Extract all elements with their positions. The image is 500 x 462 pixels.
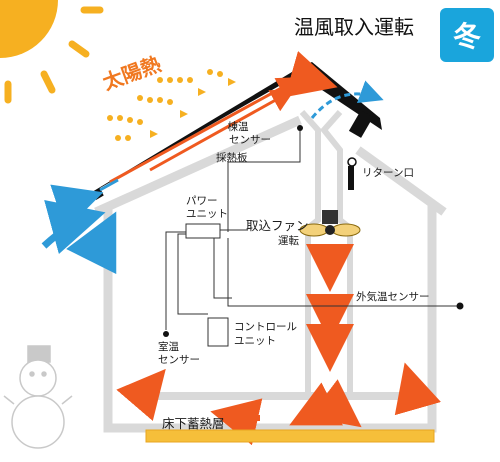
power-unit-box xyxy=(185,223,221,239)
intake-fan-label: 取込ファン xyxy=(246,219,309,233)
ridge-sensor-label-line1: 棟温 xyxy=(228,120,249,133)
ridge-sensor-dot xyxy=(297,125,303,131)
ridge-sensor-label-line2: センサー xyxy=(229,134,271,146)
intake-fan-icon xyxy=(299,210,361,237)
control-unit-label-line2: ユニット xyxy=(234,335,276,347)
control-wiring xyxy=(165,128,460,330)
season-badge xyxy=(440,8,494,62)
collector-plate-label: 採熱板 xyxy=(216,151,248,164)
underfloor-storage-layer xyxy=(145,429,435,443)
outdoor-sensor-label: 外気温センサー xyxy=(356,290,430,303)
vertical-duct xyxy=(299,110,353,400)
collector-to-duct-arrow xyxy=(284,51,338,98)
outdoor-sensor-dot xyxy=(456,302,464,310)
solar-heat-label: 太陽熱 xyxy=(100,53,164,95)
return-port-label: リターン口 xyxy=(362,167,414,179)
control-unit-label-line1: コントロール xyxy=(234,321,297,333)
control-unit-box xyxy=(207,317,229,347)
underfloor-storage-label: 床下蓄熱層 xyxy=(162,417,225,431)
ground-floor-line xyxy=(148,392,410,400)
power-unit-label-line1: パワー xyxy=(186,195,218,207)
fan-running-label: 運転 xyxy=(278,235,299,247)
sun-icon xyxy=(0,0,104,104)
room-sensor-dot xyxy=(163,331,169,337)
underfloor-airflow-arrows xyxy=(116,362,441,446)
outside-air-inflow-arrows xyxy=(41,184,117,275)
operation-mode-title: 温風取入運転 xyxy=(294,16,414,39)
power-unit-label-line2: ユニット xyxy=(186,208,228,220)
room-sensor-label-line1: 室温 xyxy=(158,340,179,353)
snowman-icon xyxy=(3,345,73,449)
return-damper xyxy=(347,110,374,190)
season-badge-label: 冬 xyxy=(453,21,481,52)
room-sensor-label-line2: センサー xyxy=(158,354,200,366)
house-walls xyxy=(94,115,447,433)
sun-ray-dots xyxy=(107,69,236,141)
